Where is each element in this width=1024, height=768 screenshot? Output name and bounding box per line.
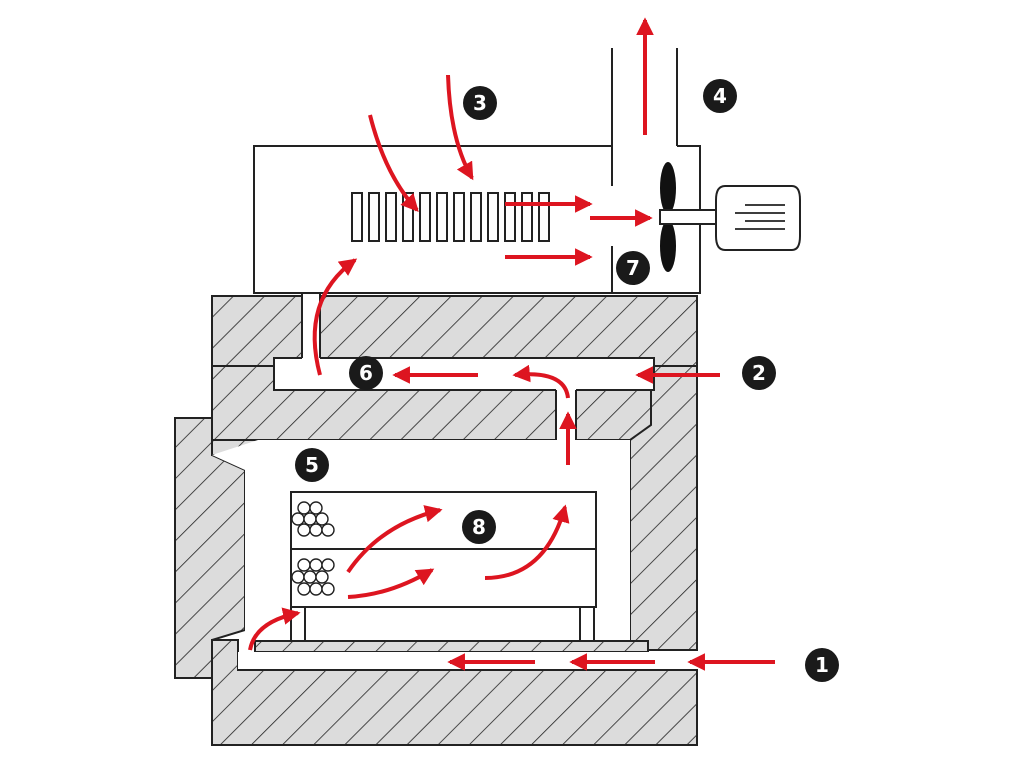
marker-7: 7	[616, 251, 650, 285]
arrow-intake-3a	[446, 74, 474, 181]
marker-8: 8	[462, 510, 496, 544]
flow-arrows	[248, 17, 775, 671]
arrow-floor-up	[248, 607, 301, 651]
svg-text:6: 6	[359, 361, 373, 385]
svg-text:5: 5	[305, 453, 319, 477]
svg-text:8: 8	[472, 515, 486, 539]
svg-text:3: 3	[473, 91, 487, 115]
marker-2: 2	[742, 356, 776, 390]
marker-4: 4	[703, 79, 737, 113]
motor-icon	[715, 185, 801, 251]
svg-text:4: 4	[713, 84, 727, 108]
svg-text:7: 7	[626, 256, 640, 280]
marker-3: 3	[463, 86, 497, 120]
wire-coil-icon	[291, 501, 335, 537]
marker-1: 1	[805, 648, 839, 682]
insulated-walls	[174, 365, 698, 679]
floor-grid-plate	[254, 640, 649, 653]
marker-5: 5	[295, 448, 329, 482]
marker-6: 6	[349, 356, 383, 390]
arrow-coils-a	[346, 505, 443, 574]
arrow-coils-b	[347, 568, 435, 599]
exhaust-chimney	[611, 48, 678, 150]
arrow-intake-3b	[368, 114, 419, 212]
svg-text:1: 1	[815, 653, 829, 677]
fan-propeller-icon	[659, 162, 721, 272]
heating-element-icon	[351, 192, 550, 242]
wire-coil-rack	[290, 491, 597, 642]
wire-coil-icon	[291, 558, 335, 596]
arrow-up-from-channel	[312, 258, 358, 376]
arrow-coils-c	[484, 504, 570, 580]
arrow-chamber-up-curve	[512, 364, 570, 399]
svg-text:2: 2	[752, 361, 766, 385]
